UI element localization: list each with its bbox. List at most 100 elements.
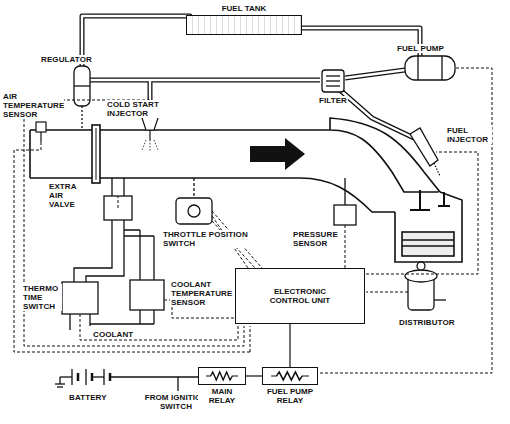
relay-housing	[198, 367, 246, 385]
drawing-part	[57, 386, 63, 387]
drawing-part	[326, 75, 340, 76]
regulator	[74, 66, 90, 130]
drawing-part	[77, 373, 80, 381]
part-label: THERMO TIME SWITCH	[22, 284, 62, 311]
drawing-part	[177, 377, 178, 391]
relay-housing	[262, 367, 318, 385]
drawing-part	[70, 230, 154, 330]
drawing-part	[62, 282, 98, 314]
drawing-part	[310, 68, 492, 373]
fuel-pipes	[82, 16, 420, 138]
drawing-part	[85, 369, 86, 385]
drawing-part	[55, 383, 65, 384]
drawing-part	[441, 56, 442, 80]
drawing-part	[92, 376, 104, 377]
wire-connector	[289, 324, 290, 367]
coil-symbol	[271, 372, 309, 380]
part-label: BATTERY	[68, 393, 108, 402]
part-label: THROTTLE POSITION SWITCH	[162, 230, 260, 248]
air-temperature-sensor	[36, 122, 46, 142]
relay-box: FUEL PUMP RELAY	[262, 367, 318, 405]
drawing-part	[110, 376, 200, 377]
drawing-part	[334, 205, 356, 225]
fuel-tank: FUEL TANK	[186, 4, 302, 35]
battery	[55, 369, 200, 391]
drawing-part	[366, 292, 408, 293]
coil-symbol	[206, 372, 238, 380]
drawing-part	[405, 56, 455, 80]
drawing-part	[340, 90, 414, 138]
tank-body	[186, 15, 302, 35]
drawing-part	[82, 16, 190, 72]
drawing-part	[92, 125, 100, 183]
drawing-part	[82, 16, 420, 138]
drawing-part	[434, 163, 440, 176]
signal-wires	[14, 68, 492, 373]
drawing-part	[345, 70, 405, 78]
airflow-arrow	[250, 138, 305, 170]
cold-start-injector	[140, 112, 160, 152]
coolant-temperature-sensor	[70, 230, 164, 330]
drawing-part	[417, 56, 418, 80]
relay-box: MAIN RELAY	[198, 367, 246, 405]
drawing-part	[402, 239, 454, 241]
drawing-part	[193, 178, 194, 198]
drawing-part	[345, 70, 405, 78]
node-heading: FUEL TANK	[186, 4, 302, 13]
wire-connector	[246, 375, 262, 376]
drawing-part	[402, 232, 454, 256]
drawing-part	[36, 122, 46, 132]
part-label: PRESSURE SENSOR	[292, 230, 336, 248]
drawing-part	[71, 369, 72, 385]
drawing-part	[438, 192, 450, 206]
part-label: COLD START INJECTOR	[106, 100, 164, 118]
drawing-part	[90, 79, 320, 81]
throttle-position-switch	[176, 178, 212, 224]
drawing-part	[82, 16, 190, 72]
drawing-part	[90, 78, 320, 83]
drawing-part	[81, 106, 82, 130]
drawing-part	[322, 70, 344, 92]
drawing-part	[96, 128, 97, 180]
pressure-sensor	[334, 178, 356, 225]
drawing-part	[402, 245, 454, 247]
relay-coil	[199, 368, 245, 384]
drawing-part	[410, 128, 438, 166]
fuel-pump	[405, 56, 455, 80]
intake-manifold	[30, 118, 440, 212]
relay-coil	[263, 368, 317, 384]
node-caption: FUEL PUMP RELAY	[262, 387, 318, 405]
control-unit-box: ELECTRONIC CONTROL UNIT	[235, 268, 365, 324]
drawing-part	[344, 178, 345, 205]
drawing-part	[417, 262, 425, 270]
drawing-part	[340, 90, 414, 138]
drawing-part	[104, 196, 132, 220]
drawing-part	[60, 376, 72, 377]
part-label: FILTER	[318, 96, 348, 105]
drawing-part	[326, 85, 340, 86]
drawing-part	[395, 192, 462, 262]
part-label: FUEL PUMP	[396, 44, 445, 53]
node-text: ELECTRONIC CONTROL UNIT	[265, 287, 335, 305]
drawing-part	[80, 314, 238, 340]
drawing-part	[149, 130, 150, 140]
filter	[322, 70, 344, 92]
drawing-part	[250, 326, 251, 352]
part-label: REGULATOR	[40, 55, 93, 64]
drawing-part	[142, 140, 158, 152]
drawing-part	[434, 299, 446, 300]
fuel-injector	[410, 128, 440, 176]
distributor	[405, 262, 446, 310]
part-label: COOLANT	[92, 330, 134, 339]
drawing-part	[118, 196, 119, 208]
drawing-part	[30, 118, 440, 192]
drawing-part	[176, 198, 212, 224]
drawing-part	[59, 377, 60, 384]
drawing-part	[40, 132, 41, 142]
part-label: EXTRA AIR VALVE	[48, 182, 84, 209]
part-label: AIR TEMPERATURE SENSOR	[2, 92, 64, 119]
drawing-part	[366, 152, 478, 274]
part-label: DISTRIBUTOR	[398, 318, 456, 327]
drawing-part	[405, 270, 437, 282]
